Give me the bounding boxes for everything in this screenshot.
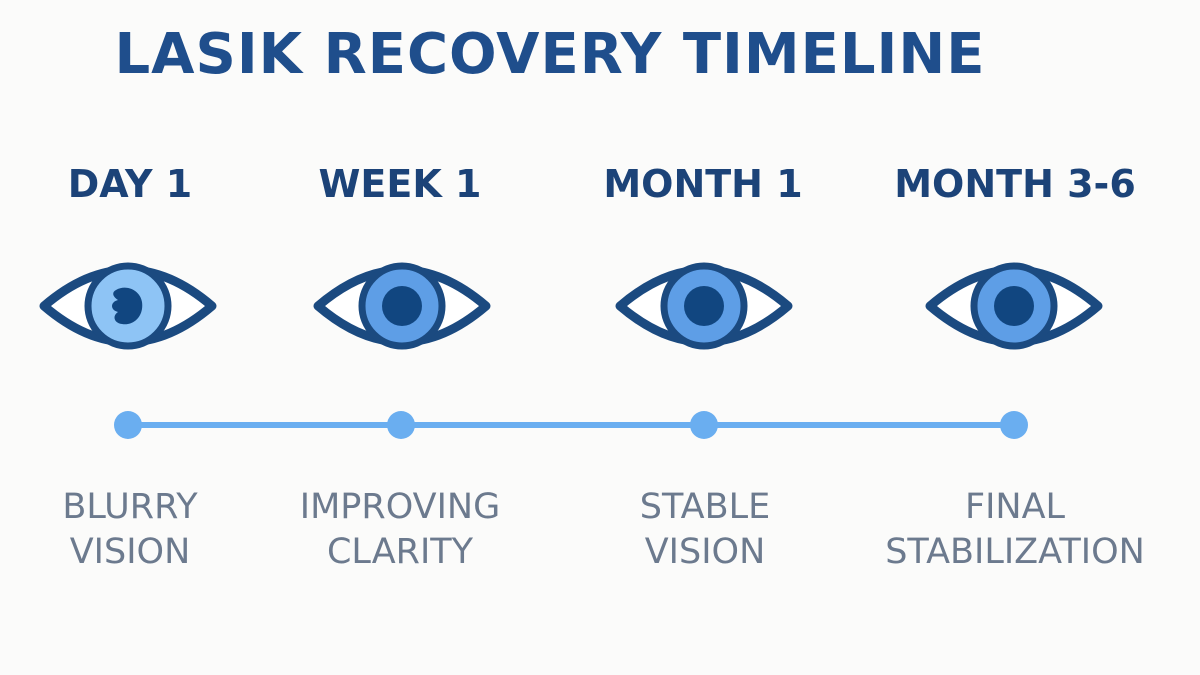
description-line: IMPROVING: [299, 487, 501, 527]
timeline-dot: [387, 411, 415, 439]
eye-icon: [313, 262, 491, 350]
timeline-dot: [1000, 411, 1028, 439]
stage-description: BLURRY VISION: [0, 485, 290, 575]
description-line: VISION: [644, 532, 766, 572]
stage-label: MONTH 1: [603, 162, 803, 206]
stage-label: DAY 1: [67, 162, 193, 206]
description-line: VISION: [69, 532, 191, 572]
stage-description: FINAL STABILIZATION: [855, 485, 1175, 575]
stage-label: MONTH 3-6: [894, 162, 1136, 206]
timeline-dot: [690, 411, 718, 439]
eye-icon: [615, 262, 793, 350]
description-line: STABLE: [639, 487, 771, 527]
stage-description: IMPROVING CLARITY: [240, 485, 560, 575]
description-line: STABILIZATION: [885, 532, 1145, 572]
eye-icon: [925, 262, 1103, 350]
page-title: LASIK RECOVERY TIMELINE: [114, 22, 986, 87]
blurry-eye-icon: [39, 262, 217, 350]
description-line: BLURRY: [62, 487, 198, 527]
description-line: CLARITY: [326, 532, 474, 572]
stage-description: STABLE VISION: [545, 485, 865, 575]
description-line: FINAL: [964, 487, 1066, 527]
stage-label: WEEK 1: [318, 162, 482, 206]
timeline-dot: [114, 411, 142, 439]
